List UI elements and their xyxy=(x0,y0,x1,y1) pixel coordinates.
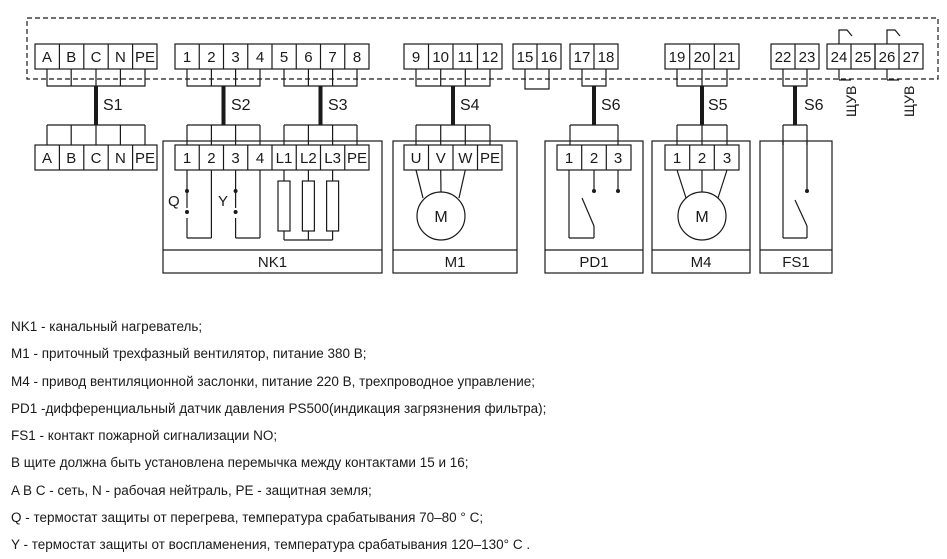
panel-terminal: PE xyxy=(135,49,155,66)
thermostat-y-label: Y xyxy=(218,193,228,210)
cable-label: S6 xyxy=(601,97,621,114)
pd1-terminal: 1 xyxy=(565,150,573,167)
nk1-terminal: L1 xyxy=(276,150,293,167)
panel-terminal: 3 xyxy=(231,49,239,66)
panel-terminal: 5 xyxy=(280,49,288,66)
panel-terminal: 7 xyxy=(328,49,336,66)
m4-terminal: 3 xyxy=(723,150,731,167)
panel-terminal: N xyxy=(115,49,126,66)
panel-terminal: 17 xyxy=(574,49,591,66)
panel-terminal: 15 xyxy=(517,49,534,66)
legend-item: FS1 - контакт пожарной сигнализации NO; xyxy=(11,422,546,449)
cable-label: S2 xyxy=(231,97,251,114)
legend-item: M4 - привод вентиляционной заслонки, пит… xyxy=(11,368,546,395)
panel-terminal: A xyxy=(42,49,52,66)
legend-item: NK1 - канальный нагреватель; xyxy=(11,313,546,340)
m4-terminal: 1 xyxy=(673,150,681,167)
cable-label: S3 xyxy=(328,97,348,114)
legend: NK1 - канальный нагреватель; M1 - приточ… xyxy=(11,313,546,559)
m1-label: M1 xyxy=(445,254,466,271)
panel-terminal: 27 xyxy=(903,49,920,66)
panel-terminal: 16 xyxy=(541,49,558,66)
nk1-terminal: PE xyxy=(347,150,367,167)
m1-terminal: U xyxy=(411,150,422,167)
pd1-label: PD1 xyxy=(579,254,608,271)
panel-terminal: 1 xyxy=(183,49,191,66)
panel-terminal: 23 xyxy=(799,49,816,66)
m1-terminal: W xyxy=(458,150,473,167)
panel-terminal: 19 xyxy=(669,49,686,66)
panel-terminal: 11 xyxy=(458,49,474,66)
motor-symbol: M xyxy=(434,209,447,226)
panel-terminal: 10 xyxy=(432,49,449,66)
m4-terminal: 2 xyxy=(698,150,706,167)
panel-terminal: 22 xyxy=(775,49,792,66)
supply-terminal: A xyxy=(42,150,52,167)
m4-label: M4 xyxy=(691,254,712,271)
panel-terminal: 21 xyxy=(719,49,736,66)
supply-terminal: C xyxy=(91,150,102,167)
panel-terminal: C xyxy=(91,49,102,66)
panel-terminal: 24 xyxy=(831,49,848,66)
panel-terminal: 2 xyxy=(207,49,215,66)
pd1-terminal: 2 xyxy=(590,150,598,167)
legend-item: В щите должна быть установлена перемычка… xyxy=(11,449,546,476)
supply-terminal: B xyxy=(66,150,76,167)
legend-item: Y - термостат защиты от воспламенения, т… xyxy=(11,531,546,558)
nk1-terminal: L2 xyxy=(300,150,317,167)
panel-terminal: 25 xyxy=(855,49,872,66)
wiring-diagram: A B C N PE 1 2 3 4 5 6 7 8 9 10 11 12 15… xyxy=(0,0,947,300)
panel-terminal: 4 xyxy=(256,49,264,66)
panel-terminal: 6 xyxy=(304,49,312,66)
legend-item: A B C - сеть, N - рабочая нейтраль, PE -… xyxy=(11,477,546,504)
cable-label: S4 xyxy=(460,97,480,114)
panel-terminal: B xyxy=(66,49,76,66)
cable-label: S6 xyxy=(804,97,824,114)
nk1-terminal: L3 xyxy=(324,150,341,167)
cable-label: S1 xyxy=(103,97,123,114)
legend-item: PD1 -дифференциальный датчик давления PS… xyxy=(11,395,546,422)
nk1-terminal: 4 xyxy=(256,150,264,167)
nk1-terminal: 2 xyxy=(207,150,215,167)
shuv-label: ЩУВ xyxy=(901,86,917,117)
supply-terminal: N xyxy=(115,150,126,167)
nk1-label: NK1 xyxy=(258,254,287,271)
thermostat-q-label: Q xyxy=(168,193,180,210)
shuv-label: ЩУВ xyxy=(843,86,859,117)
panel-terminal: 12 xyxy=(482,49,499,66)
panel-terminal: 9 xyxy=(412,49,420,66)
panel-terminal: 8 xyxy=(353,49,361,66)
panel-terminal: 26 xyxy=(879,49,896,66)
legend-item: M1 - приточный трехфазный вентилятор, пи… xyxy=(11,340,546,367)
supply-terminal: PE xyxy=(135,150,155,167)
legend-item: Q - термостат защиты от перегрева, темпе… xyxy=(11,504,546,531)
pd1-terminal: 3 xyxy=(614,150,622,167)
panel-terminal: 20 xyxy=(694,49,711,66)
m1-terminal: PE xyxy=(480,150,500,167)
cable-label: S5 xyxy=(708,97,728,114)
motor-symbol: M xyxy=(695,209,708,226)
nk1-terminal: 3 xyxy=(231,150,239,167)
nk1-terminal: 1 xyxy=(183,150,191,167)
fs1-label: FS1 xyxy=(782,254,810,271)
panel-terminal: 18 xyxy=(598,49,615,66)
m1-terminal: V xyxy=(436,150,446,167)
